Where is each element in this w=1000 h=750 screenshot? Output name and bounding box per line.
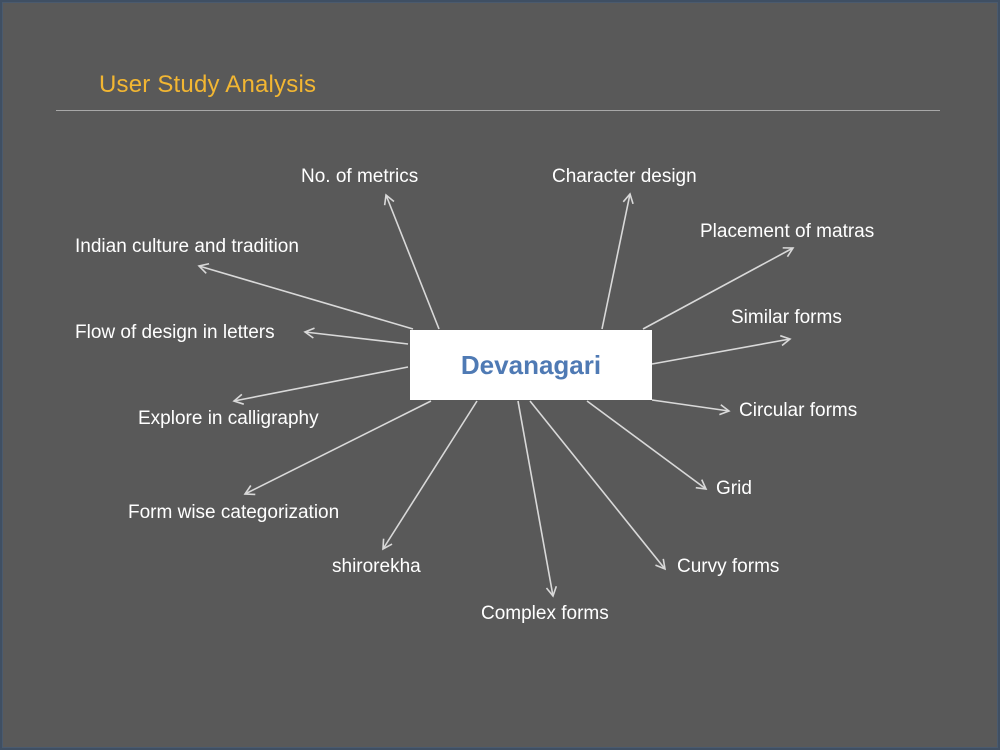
node-indian-culture: Indian culture and tradition	[75, 236, 299, 257]
arrow-grid	[586, 400, 708, 490]
arrow-no-of-metrics	[383, 193, 440, 330]
node-placement-of-matras: Placement of matras	[700, 221, 875, 242]
arrow-indian-culture	[197, 262, 414, 330]
title-divider	[56, 110, 940, 111]
arrow-form-wise	[243, 400, 432, 496]
node-no-of-metrics: No. of metrics	[301, 166, 419, 187]
node-flow-of-design: Flow of design in letters	[75, 322, 275, 343]
arrow-complex-forms	[517, 400, 558, 598]
node-shirorekha: shirorekha	[332, 556, 421, 577]
node-circular-forms: Circular forms	[739, 400, 858, 421]
node-complex-forms: Complex forms	[481, 603, 609, 624]
arrow-explore-calligraphy	[232, 366, 409, 405]
arrow-placement-of-matras	[642, 247, 795, 330]
node-explore-calligraphy: Explore in calligraphy	[138, 408, 319, 429]
arrow-curvy-forms	[529, 400, 667, 571]
node-form-wise: Form wise categorization	[128, 502, 340, 523]
node-character-design: Character design	[552, 166, 697, 187]
arrow-flow-of-design	[303, 327, 409, 345]
node-grid: Grid	[716, 478, 752, 499]
mind-map-arrows	[197, 192, 795, 598]
arrow-character-design	[601, 192, 634, 330]
center-node-devanagari: Devanagari	[410, 330, 652, 400]
arrow-circular-forms	[651, 399, 731, 416]
center-node-label: Devanagari	[460, 349, 602, 380]
node-similar-forms: Similar forms	[731, 307, 842, 328]
arrow-shirorekha	[382, 400, 478, 551]
node-curvy-forms: Curvy forms	[677, 556, 780, 577]
arrow-similar-forms	[651, 334, 792, 365]
slide-title: User Study Analysis	[99, 71, 317, 98]
